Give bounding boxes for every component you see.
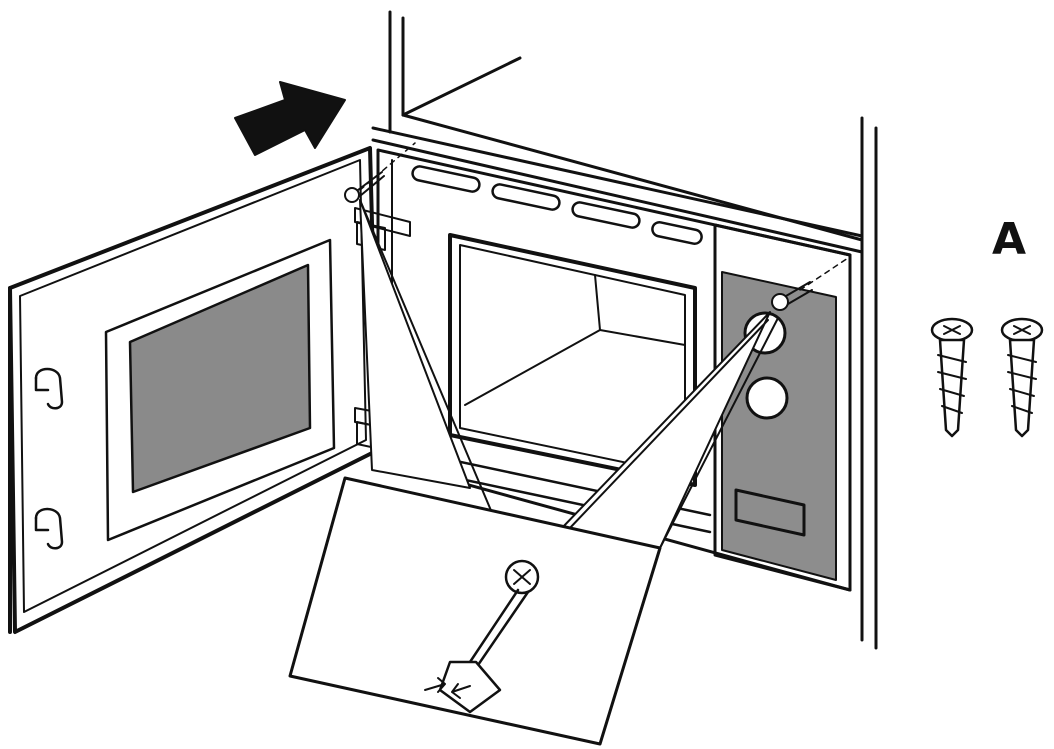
screw-icon bbox=[1000, 317, 1044, 438]
screw-icon bbox=[930, 317, 974, 438]
oven-door bbox=[8, 146, 411, 634]
cabinet bbox=[371, 10, 878, 650]
door-latch-top bbox=[34, 367, 64, 410]
display-window bbox=[734, 488, 806, 537]
screw-icon bbox=[771, 281, 813, 311]
vent-slots bbox=[411, 165, 703, 245]
part-a-screws bbox=[930, 317, 1044, 438]
screwdriver-icon bbox=[424, 588, 530, 714]
part-label: A bbox=[992, 214, 1027, 265]
control-panel bbox=[713, 223, 852, 592]
door-hinge-top bbox=[354, 207, 411, 251]
detail-callout-panel bbox=[288, 476, 662, 746]
detail-callout-beams bbox=[359, 199, 779, 549]
screw-icon bbox=[344, 171, 385, 203]
door-latch-bottom bbox=[34, 507, 64, 550]
control-knob-bottom bbox=[745, 376, 789, 420]
push-arrow-icon bbox=[234, 81, 346, 156]
